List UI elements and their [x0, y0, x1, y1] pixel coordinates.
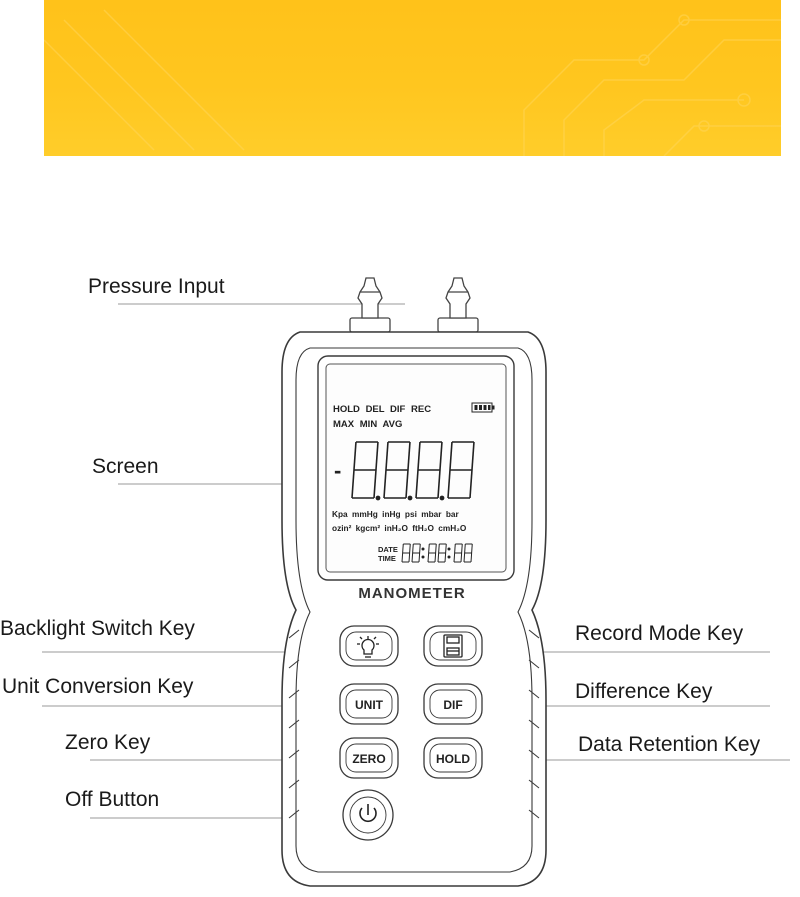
brand-label: MANOMETER	[358, 585, 465, 602]
lcd-units-row1: Kpa mmHg inHg psi mbar bar	[332, 509, 459, 519]
lcd-digit	[447, 441, 475, 499]
lcd-content: HOLD DEL DIF REC MAX MIN AVG - Kpa mmHg …	[332, 402, 495, 563]
lcd-small-digit	[411, 543, 421, 563]
power-icon	[359, 804, 377, 823]
zero-key-callout: Zero Key	[65, 731, 151, 754]
backlight-switch-key-label: Backlight Switch Key	[0, 617, 195, 640]
lcd-screen	[325, 363, 507, 573]
header-banner	[44, 0, 781, 156]
pressure-input-label: Pressure Input	[88, 275, 225, 298]
lcd-colon	[421, 555, 425, 559]
battery-icon	[471, 402, 495, 413]
dif-key-label: DIF	[443, 698, 462, 712]
circuit-pattern	[44, 9, 781, 156]
lcd-digit	[351, 441, 381, 501]
zero-key-label: ZERO	[352, 752, 385, 766]
lcd-mode-row2: MAX MIN AVG	[333, 419, 402, 430]
lcd-units-row2: ozin² kgcm² inH₂O ftH₂O cmH₂O	[332, 523, 467, 533]
lcd-time-label: TIME	[378, 554, 396, 563]
lcd-mode-row1: HOLD DEL DIF REC	[333, 404, 431, 415]
lcd-small-digit	[401, 543, 411, 563]
record-mode-key-label: Record Mode Key	[575, 622, 744, 645]
unit-conversion-key-label: Unit Conversion Key	[2, 675, 194, 698]
lcd-colon	[421, 547, 425, 551]
floppy-disk-icon	[443, 634, 463, 658]
lightbulb-icon	[357, 636, 379, 658]
lcd-colon	[447, 547, 451, 551]
pressure-nozzles	[349, 277, 479, 333]
unit-key-label: UNIT	[355, 698, 384, 712]
hold-key-label: HOLD	[436, 752, 470, 766]
lcd-date-label: DATE	[378, 545, 398, 554]
off-button-label: Off Button	[65, 788, 160, 811]
lcd-small-digit	[437, 543, 447, 563]
lcd-small-digit	[453, 543, 463, 563]
lcd-small-digit	[427, 543, 437, 563]
lcd-main-digits	[351, 441, 475, 501]
lcd-digit	[415, 441, 445, 501]
data-retention-key-label: Data Retention Key	[578, 733, 761, 756]
screen-label: Screen	[92, 455, 159, 478]
grip-ridges	[288, 629, 540, 819]
difference-key-label: Difference Key	[575, 680, 713, 703]
lcd-colon	[447, 555, 451, 559]
lcd-sign: -	[334, 458, 341, 483]
lcd-small-digit	[463, 543, 473, 563]
lcd-digit	[383, 441, 413, 501]
lcd-datetime-digits	[401, 543, 473, 563]
